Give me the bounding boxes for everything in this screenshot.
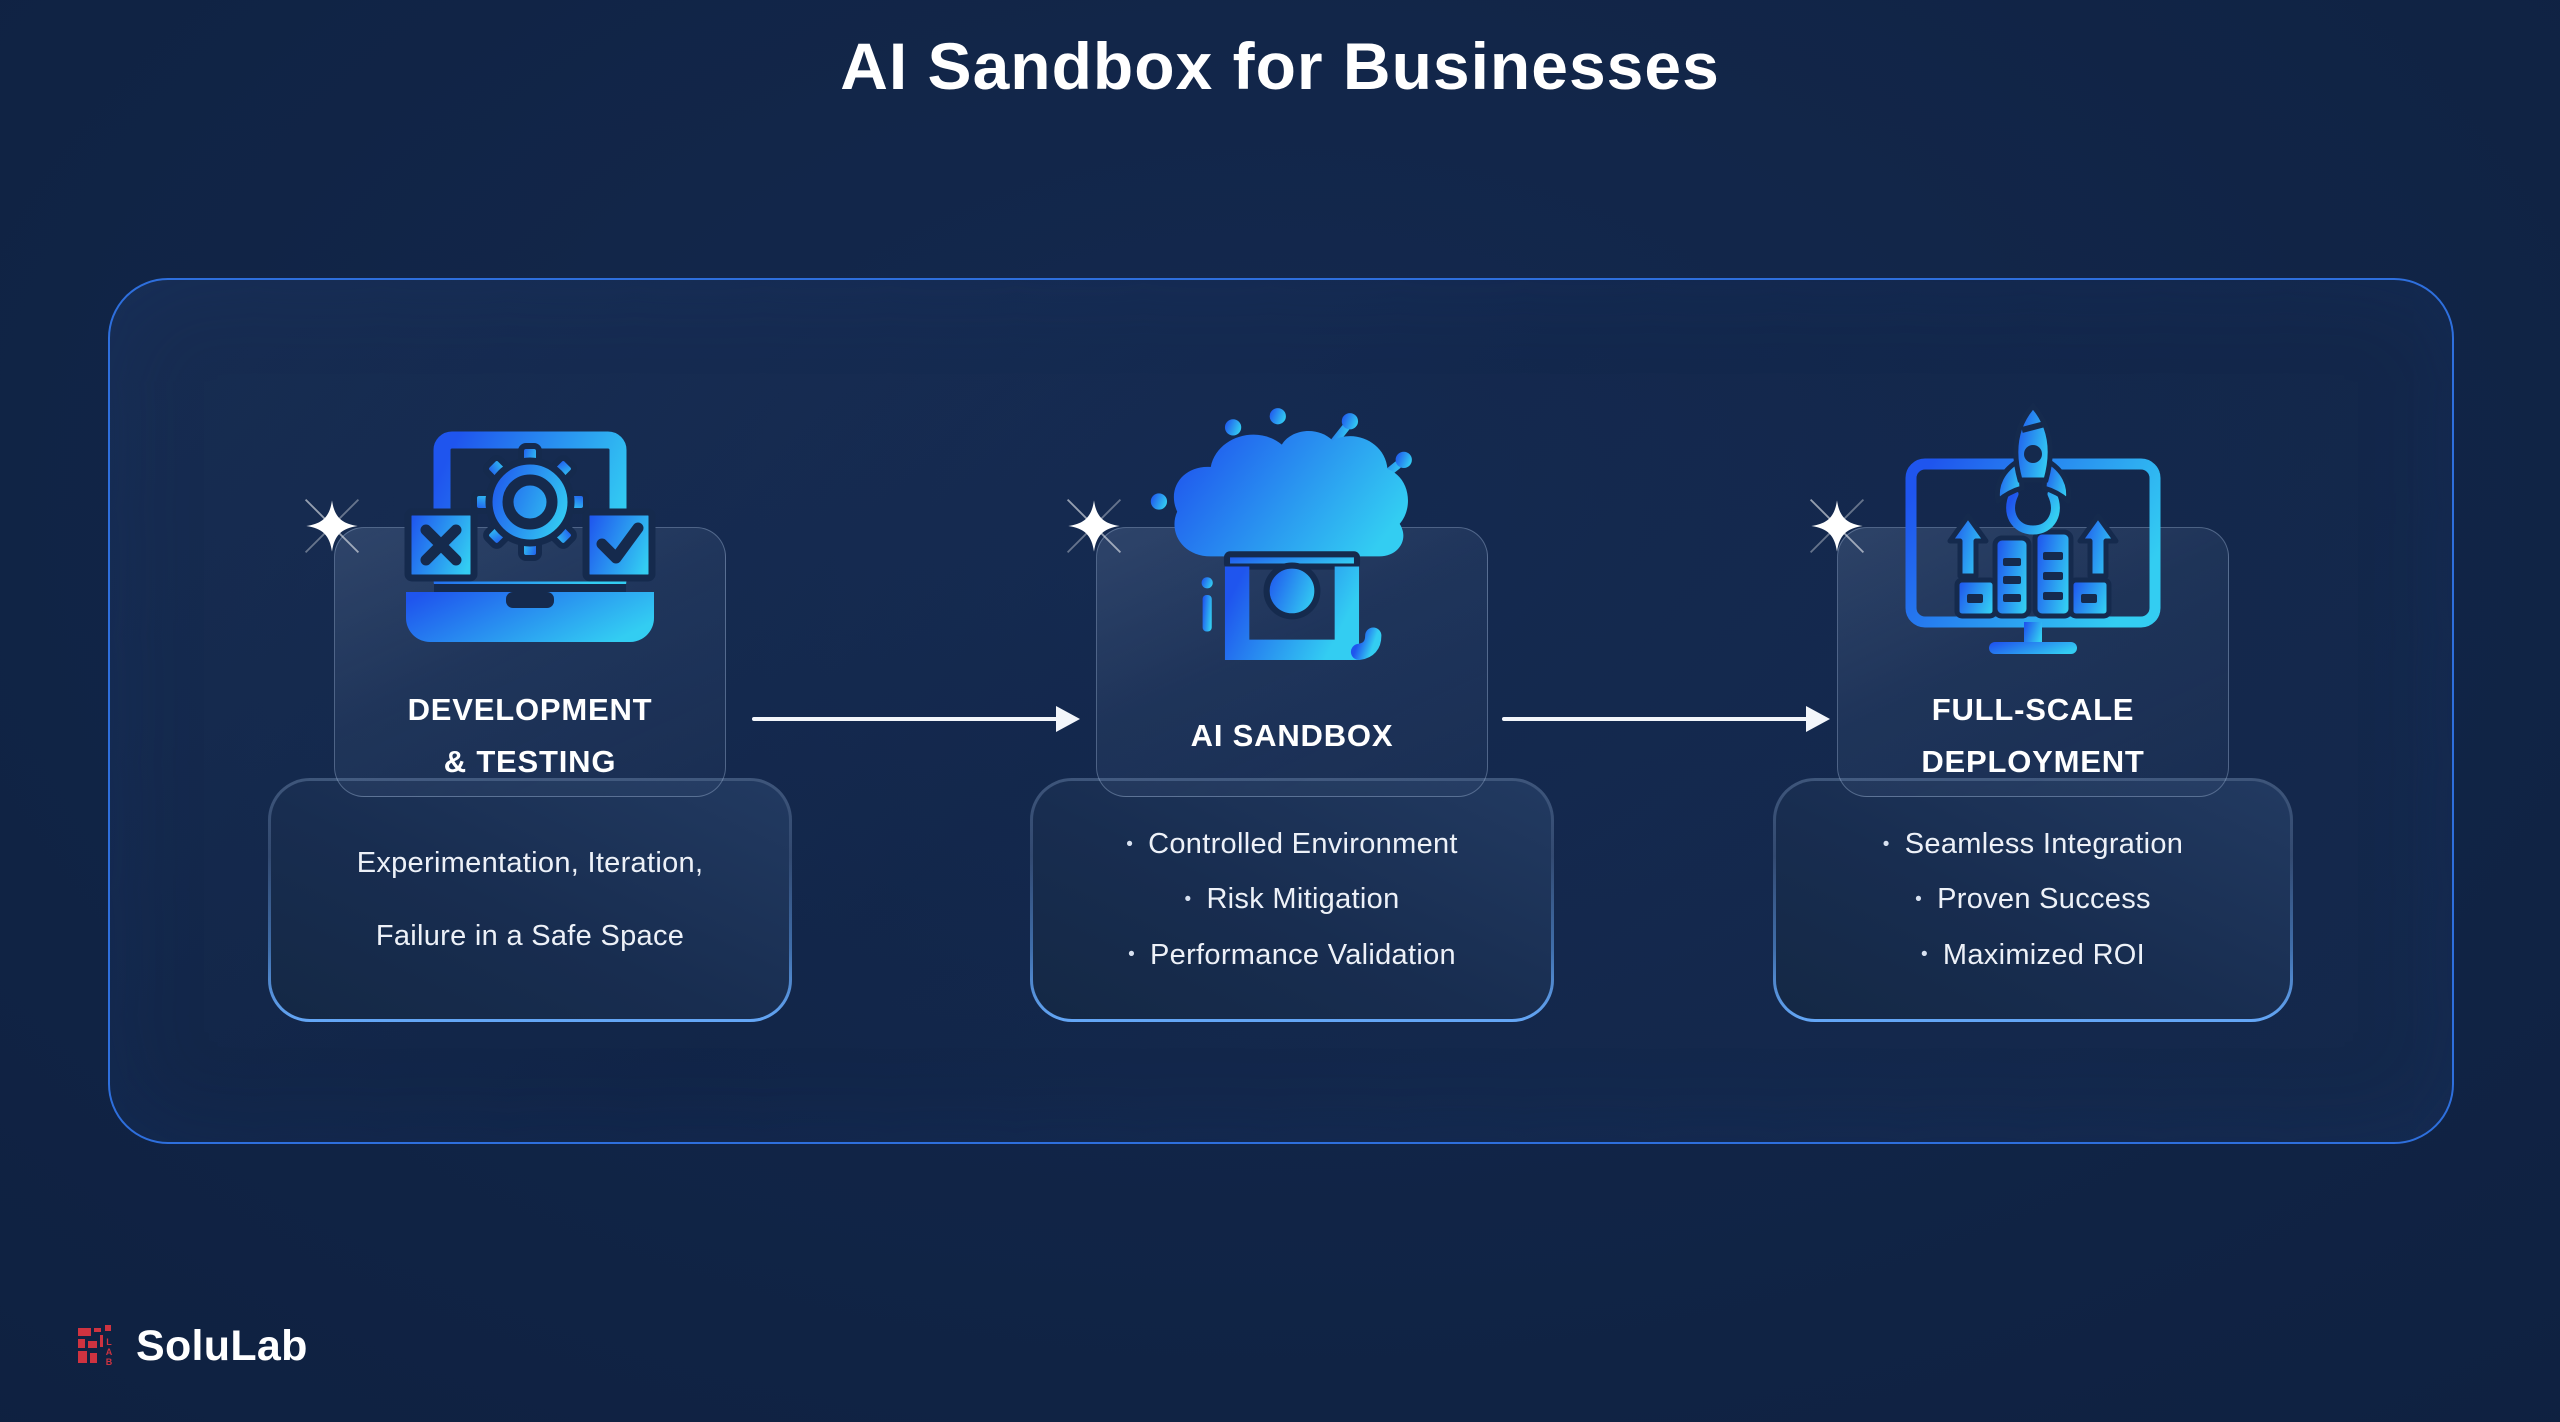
stage-title-line: DEPLOYMENT [1921, 743, 2145, 779]
stage-points-card: Seamless IntegrationProven SuccessMaximi… [1773, 778, 2293, 1022]
stage-title-line: DEVELOPMENT [407, 691, 653, 727]
stage-title: FULL-SCALE DEPLOYMENT [1838, 674, 2228, 796]
stage-point: Maximized ROI [1921, 939, 2145, 972]
solulab-mark-icon: LAB [78, 1324, 114, 1367]
sparkle-icon [304, 498, 360, 554]
mark-lab-label: LAB [104, 1337, 114, 1367]
stage-title-line: FULL-SCALE [1931, 691, 2135, 727]
stage-title: AI SANDBOX [1097, 674, 1487, 796]
stage-point: Experimentation, Iteration, [356, 846, 704, 879]
stage-points-card: Experimentation, Iteration, Failure in a … [268, 778, 792, 1022]
brand-footer: LAB SoluLab [76, 1322, 308, 1371]
stage-development-testing: DEVELOPMENT & TESTING Experimentation, It… [268, 398, 792, 1022]
stage-point: Controlled Environment [1126, 828, 1458, 861]
flow-arrow-icon [752, 706, 1080, 732]
sparkle-icon [1066, 498, 1122, 554]
laptop-gear-icon [404, 431, 656, 642]
stage-point: Failure in a Safe Space [375, 920, 685, 952]
stage-point: Seamless Integration [1883, 828, 2183, 861]
stage-title-line: & TESTING [443, 743, 617, 779]
rocket-monitor-icon [1905, 402, 2161, 654]
flow-arrow-icon [1502, 706, 1830, 732]
stage-label-card: DEVELOPMENT & TESTING [334, 527, 726, 797]
cloud-sandbox-icon [1150, 408, 1412, 660]
stage-title: DEVELOPMENT & TESTING [335, 674, 725, 796]
sparkle-icon [1809, 498, 1865, 554]
stage-full-scale-deployment: FULL-SCALE DEPLOYMENT Seamless Integratio… [1773, 398, 2293, 1022]
brand-name: SoluLab [136, 1322, 308, 1370]
stage-points-card: Controlled EnvironmentRisk MitigationPer… [1030, 778, 1554, 1022]
stage-point: Proven Success [1915, 883, 2151, 916]
stage-ai-sandbox: AI SANDBOX Controlled EnvironmentRisk Mi… [1030, 398, 1554, 1022]
stage-point: Risk Mitigation [1184, 883, 1399, 916]
stage-point: Performance Validation [1128, 939, 1456, 972]
page-title: AI Sandbox for Businesses [840, 29, 1720, 103]
stage-title-line: AI SANDBOX [1190, 717, 1394, 753]
